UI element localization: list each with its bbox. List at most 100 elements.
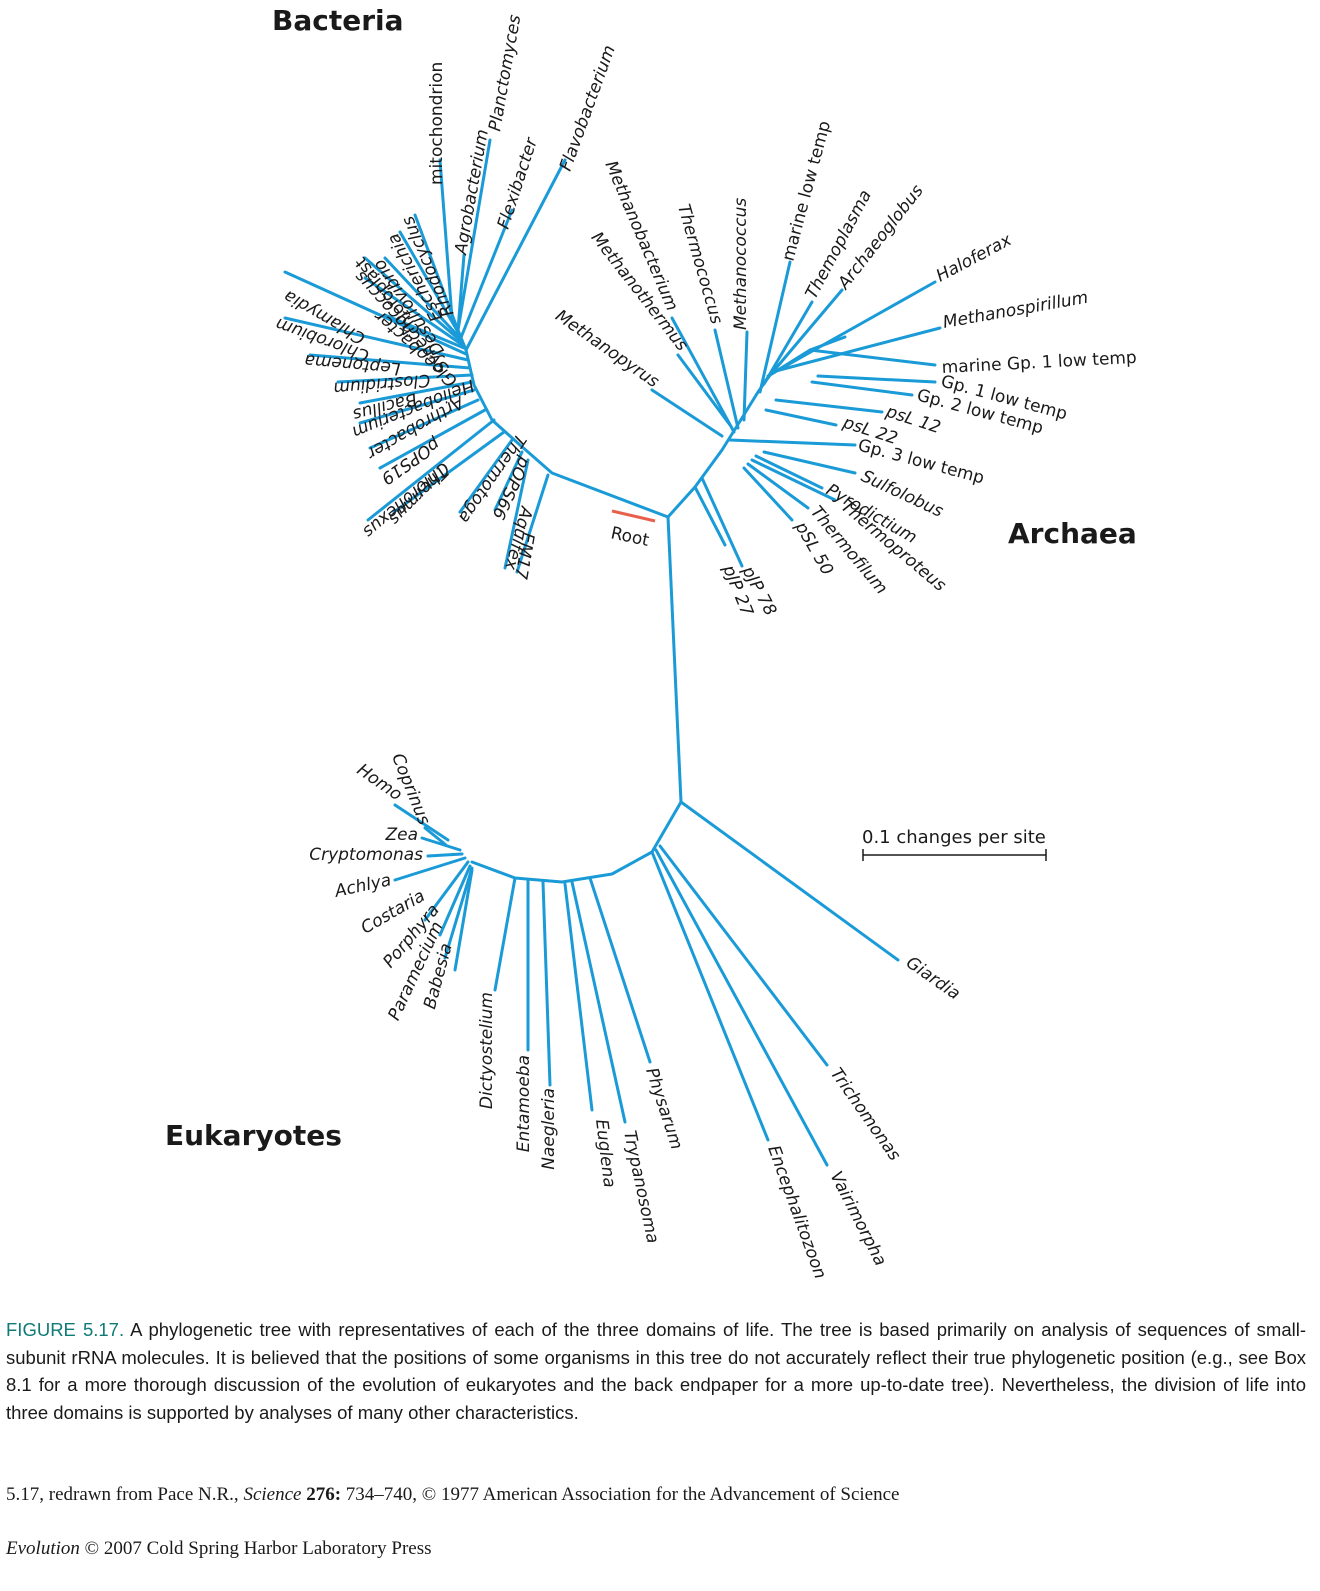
- branch-cryptomonas: [426, 852, 464, 858]
- branch-planctomyces: [456, 138, 492, 332]
- branch-pyrodictium: [754, 454, 824, 490]
- taxon-agrobacterium: Agrobacterium: [451, 128, 493, 257]
- branch-backbone: [666, 515, 683, 804]
- branch-chlamydia: [283, 270, 468, 356]
- taxon-flavobacterium: Flavobacterium: [556, 43, 620, 174]
- branch-thermofilum: [746, 462, 810, 510]
- branch-thermotoga: [458, 438, 514, 514]
- branch-flexibacter: [458, 208, 514, 342]
- branch-methanococcus: [742, 330, 749, 422]
- publisher-book: Evolution: [6, 1538, 80, 1559]
- taxon-mitochondrion: mitochondrion: [427, 62, 447, 185]
- branch-methanothermus: [676, 353, 732, 427]
- root-marker: [611, 509, 656, 523]
- taxon-naegleria: Naegleria: [539, 1088, 559, 1170]
- branch-archaea-stem: [666, 335, 847, 519]
- branch-encephalitozoon: [650, 850, 770, 1142]
- taxon-physarum: Physarum: [641, 1065, 686, 1152]
- credit-suffix: 734–740, © 1977 American Association for…: [341, 1484, 900, 1505]
- branch-gp-3-low-temp: [728, 438, 857, 447]
- taxon-entamoeba: Entamoeba: [514, 1055, 534, 1152]
- figure-caption-text: A phylogenetic tree with representatives…: [6, 1319, 1306, 1423]
- branch-agrobacterium: [456, 253, 466, 332]
- branch-thermococcus: [713, 328, 740, 430]
- branch-pops66: [493, 450, 524, 512]
- taxon-giardia: Giardia: [902, 953, 964, 1005]
- credit-journal: Science: [243, 1484, 302, 1505]
- branch-marine-gp-1-low-temp: [808, 348, 937, 367]
- figure-caption: FIGURE 5.17. A phylogenetic tree with re…: [6, 1316, 1306, 1426]
- branch-synechococcus: [363, 276, 466, 348]
- branch-thermus: [392, 430, 506, 514]
- domain-label-bacteria: Bacteria: [272, 4, 404, 37]
- branch-trichomonas: [658, 844, 829, 1067]
- credit-prefix: 5.17, redrawn from Pace N.R.,: [6, 1484, 244, 1505]
- branch-trypanosoma: [570, 880, 627, 1124]
- publisher-suffix: © 2007 Cold Spring Harbor Laboratory Pre…: [79, 1538, 432, 1559]
- domain-label-archaea: Archaea: [1008, 517, 1137, 550]
- branch-escherichia: [398, 230, 460, 334]
- taxon-cryptomonas: Cryptomonas: [309, 845, 423, 865]
- branch-zea: [420, 836, 462, 852]
- taxon-encephalitozoon: Encephalitozoon: [763, 1143, 830, 1282]
- branch-clostridium: [336, 373, 474, 384]
- root-label: Root: [609, 523, 651, 551]
- branch-aquifex: [503, 458, 530, 570]
- domain-label-eukaryotes: Eukaryotes: [165, 1119, 342, 1152]
- scale-bar: 0.1 changes per site: [862, 827, 1047, 861]
- branch-mitochondrion: [438, 158, 454, 320]
- branch-naegleria: [541, 880, 552, 1087]
- branch-gloeobacter: [383, 313, 466, 350]
- taxon-thermococcus: Thermococcus: [673, 202, 726, 327]
- taxon-marine-gp-1-low-temp: marine Gp. 1 low temp: [941, 348, 1137, 378]
- branch-paramecium: [443, 866, 474, 960]
- taxon-methanopyrus: Methanopyrus: [551, 306, 662, 392]
- branch-bacteria-stem: [464, 348, 670, 519]
- taxon-dictyostelium: Dictyostelium: [477, 992, 497, 1109]
- publisher-credit: Evolution © 2007 Cold Spring Harbor Labo…: [6, 1538, 432, 1560]
- taxon-methanococcus: Methanococcus: [731, 198, 751, 330]
- taxon-euglena: Euglena: [591, 1118, 619, 1189]
- branch-leptonema: [308, 353, 472, 370]
- branch-em17: [515, 473, 550, 574]
- branch-psl-12: [774, 398, 884, 414]
- branch-babesia: [453, 868, 474, 972]
- branch-dictyostelium: [493, 876, 517, 992]
- branch-psl-22: [764, 408, 838, 427]
- branch-haloferax: [766, 280, 937, 378]
- branch-rhodocyclus: [413, 213, 458, 327]
- branch-porphyra: [438, 864, 472, 937]
- branch-pjp-27: [693, 485, 727, 547]
- branch-thermoproteus: [750, 458, 837, 502]
- branch-themoplasma: [762, 300, 814, 386]
- branch-physarum: [588, 876, 652, 1064]
- taxon-haloferax: Haloferax: [933, 230, 1016, 287]
- credit-volume: 276:: [306, 1484, 342, 1505]
- taxon-marine-low-temp: marine low temp: [779, 119, 836, 263]
- branch-chloroflexus: [366, 418, 496, 522]
- branch-desulfovibrio: [383, 256, 462, 340]
- branch-sulfolobus: [762, 450, 857, 475]
- branch-gp-1-low-temp: [816, 374, 937, 384]
- branch-pjp-78: [700, 476, 744, 568]
- branch-pops19: [378, 408, 487, 470]
- branch-methanobacterium: [670, 316, 736, 434]
- branch-vairimorpha: [654, 848, 829, 1167]
- branch-arthrobacter: [368, 398, 480, 450]
- taxon-trichomonas: Trichomonas: [826, 1064, 905, 1164]
- branch-homo: [393, 803, 450, 842]
- branch-flavobacterium: [464, 158, 567, 352]
- branch-heliobacterium: [358, 388, 476, 425]
- taxon-zea: Zea: [384, 825, 418, 845]
- branch-archaeoglobus: [764, 288, 844, 382]
- taxon-trypanosoma: Trypanosoma: [619, 1129, 662, 1245]
- branch-bacillus: [358, 380, 474, 405]
- branch-euglena: [563, 882, 594, 1112]
- source-credit: 5.17, redrawn from Pace N.R., Science 27…: [6, 1484, 899, 1506]
- branch-methanopyrus: [650, 388, 724, 438]
- branch-chlorobium: [283, 316, 470, 362]
- scale-label: 0.1 changes per site: [862, 827, 1046, 848]
- branch-eukaryote-stem: [470, 800, 683, 884]
- branch-achlya: [393, 856, 467, 882]
- branch-chloroplast: [363, 256, 464, 344]
